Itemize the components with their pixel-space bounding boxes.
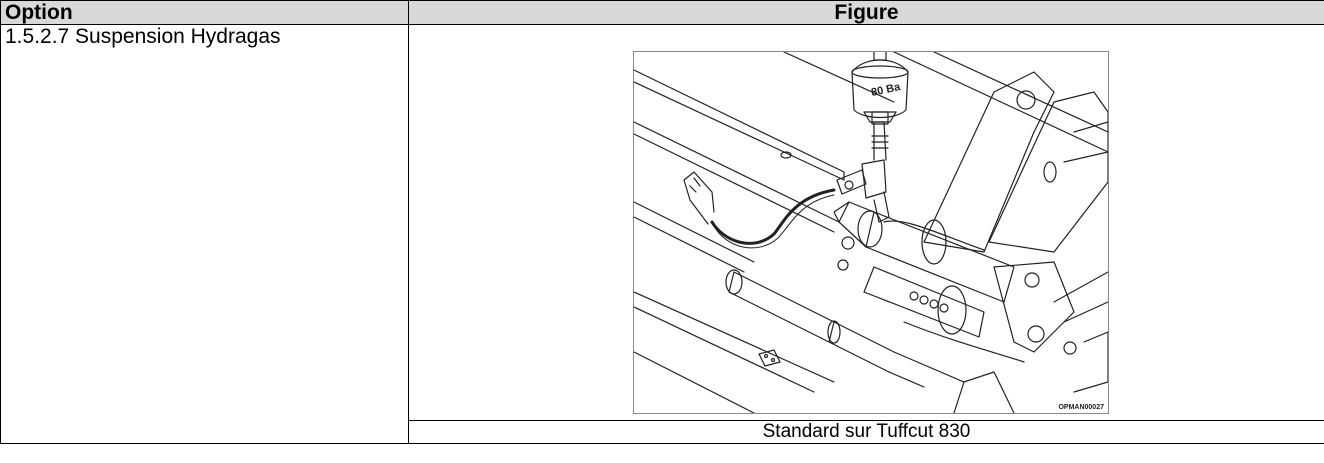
table-row: 1.5.2.7 Suspension Hydragas	[0, 24, 1324, 444]
caption-row: Standard sur Tuffcut 830	[1, 420, 1324, 444]
technical-drawing: 80 Ba	[634, 52, 1108, 413]
option-table: Option Figure 1.5.2.7 Suspension Hydraga…	[0, 0, 1324, 444]
figure-caption: Standard sur Tuffcut 830	[408, 420, 1324, 444]
option-label: 1.5.2.7 Suspension Hydragas	[0, 24, 409, 444]
header-figure: Figure	[408, 0, 1324, 25]
figure-code: OPMAN00027	[1058, 404, 1104, 411]
header-option: Option	[0, 0, 409, 25]
suspension-hydragas-figure: 80 Ba OPMAN00027	[633, 51, 1109, 414]
table-header-row: Option Figure	[0, 0, 1324, 25]
figure-cell: 80 Ba OPMAN00027	[408, 24, 1324, 421]
svg-text:80 Ba: 80 Ba	[870, 81, 902, 99]
